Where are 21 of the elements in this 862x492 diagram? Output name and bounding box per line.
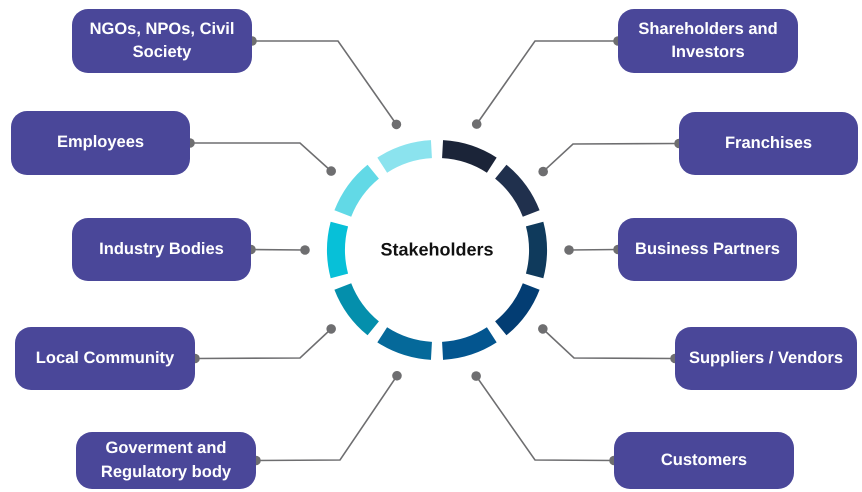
stakeholder-label: Shareholders and Investors xyxy=(637,18,779,63)
stakeholder-label: Goverment and Regulatory body xyxy=(100,438,232,482)
stakeholder-label: Business Partners xyxy=(634,238,781,260)
stakeholder-box xyxy=(72,218,251,281)
stakeholder-label: NGOs, NPOs, Civil Society xyxy=(88,18,236,63)
stakeholder-box xyxy=(675,327,857,390)
stakeholder-label: Franchises xyxy=(724,132,814,154)
stakeholder-box xyxy=(72,9,252,73)
stakeholder-label: Industry Bodies xyxy=(98,238,225,260)
stakeholder-box xyxy=(614,432,794,489)
stakeholder-box xyxy=(618,218,797,281)
stakeholder-box xyxy=(618,9,798,73)
stakeholder-label: Local Community xyxy=(34,348,176,369)
stakeholder-box xyxy=(76,432,256,489)
stakeholder-box xyxy=(11,111,190,175)
stakeholder-box xyxy=(15,327,195,390)
stakeholder-label: Suppliers / Vendors xyxy=(688,348,844,369)
center-label: Stakeholders xyxy=(380,240,494,260)
stakeholder-label: Customers xyxy=(660,450,748,471)
stakeholder-box xyxy=(679,112,858,175)
stakeholder-label: Employees xyxy=(56,132,146,154)
